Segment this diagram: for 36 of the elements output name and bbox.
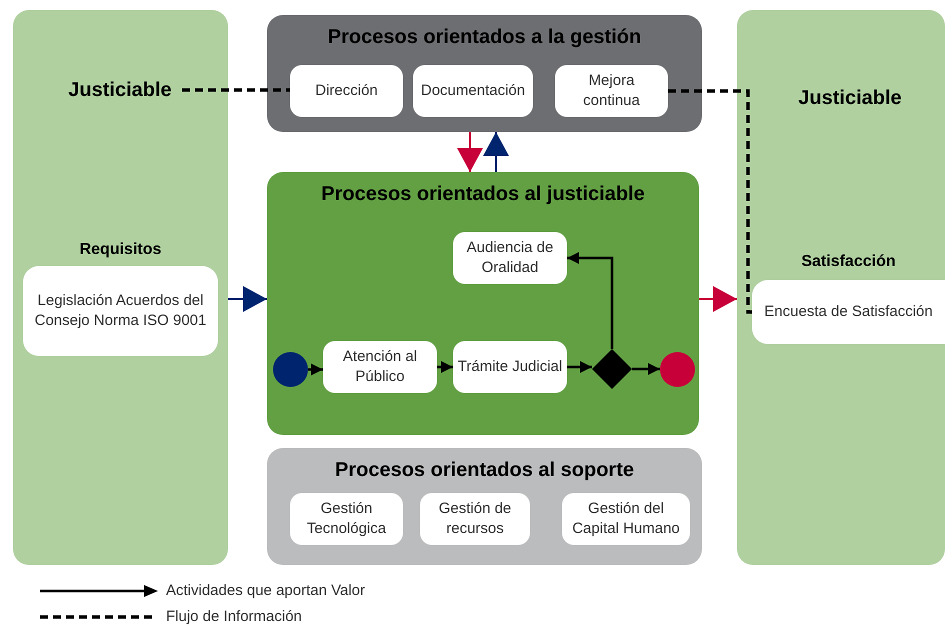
direction-triangle [483, 132, 509, 172]
process-box: Documentación [413, 65, 533, 117]
direction-triangle [228, 286, 267, 312]
box-heading: Requisitos [78, 240, 162, 260]
arrow [632, 363, 660, 375]
process-group-panel [267, 448, 702, 565]
arrow [308, 364, 323, 376]
legend-text: Flujo de Información [166, 607, 302, 625]
side-panel [737, 10, 945, 565]
group-title: Procesos orientados al soporte [334, 458, 635, 482]
side-panel [13, 10, 228, 565]
process-group-panel [267, 15, 702, 132]
text-box: Legislación Acuerdos del Consejo Norma ISO 9001 [23, 266, 218, 356]
process-box: Mejora continua [555, 65, 668, 117]
dashed-connector [668, 89, 752, 314]
process-box: Dirección [290, 65, 403, 117]
group-title: Procesos orientados al justiciable [320, 182, 646, 206]
box-heading: Satisfacción [800, 252, 897, 272]
actor-label: Justiciable [58, 76, 182, 104]
actor-label: Justiciable [788, 84, 912, 112]
group-title: Procesos orientados a la gestión [326, 25, 642, 49]
process-box: Atención al Público [323, 341, 437, 393]
arrow [437, 361, 453, 373]
arrow [567, 361, 592, 373]
arrow [567, 252, 614, 349]
process-box: Gestión Tecnológica [290, 493, 403, 545]
legend-text: Actividades que aportan Valor [166, 581, 366, 601]
direction-triangle [457, 132, 483, 172]
process-box: Trámite Judicial [453, 341, 567, 393]
process-box: Gestión de recursos [420, 493, 530, 545]
process-box: Audiencia de Oralidad [453, 232, 567, 284]
direction-triangle [699, 286, 737, 312]
text-box: Encuesta de Satisfacción [752, 280, 945, 344]
dashed-connector [182, 88, 290, 92]
process-box: Gestión del Capital Humano [562, 493, 690, 545]
process-group-panel [267, 172, 699, 435]
